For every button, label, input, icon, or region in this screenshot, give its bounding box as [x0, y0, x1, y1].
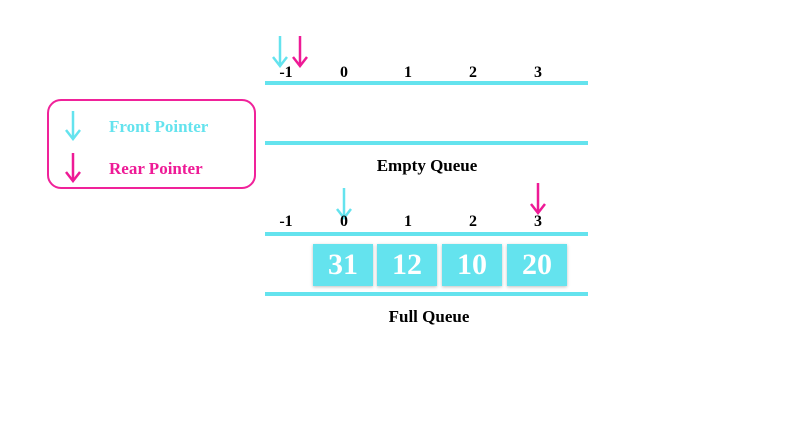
empty-index-label: 3 [534, 64, 542, 81]
empty-rear-pointer-icon [292, 36, 308, 68]
legend-box: Front Pointer Rear Pointer [47, 99, 256, 189]
rear-pointer-arrow-icon [65, 153, 81, 183]
full-index-label: 0 [340, 213, 348, 230]
queue-cell: 20 [507, 244, 567, 286]
queue-cell: 10 [442, 244, 502, 286]
empty-queue-bottom-line [265, 141, 588, 145]
full-rear-pointer-icon [530, 183, 546, 215]
empty-index-label: 2 [469, 64, 477, 81]
full-index-label: -1 [279, 213, 293, 230]
empty-front-pointer-icon [272, 36, 288, 68]
queue-cell: 12 [377, 244, 437, 286]
empty-index-label: -1 [279, 64, 293, 81]
full-queue-bottom-line [265, 292, 588, 296]
queue-cell: 31 [313, 244, 373, 286]
full-index-label: 3 [534, 213, 542, 230]
empty-index-label: 1 [404, 64, 412, 81]
full-index-label: 2 [469, 213, 477, 230]
front-pointer-arrow-icon [65, 111, 81, 141]
full-queue-top-line [265, 232, 588, 236]
full-queue-caption: Full Queue [388, 307, 470, 326]
empty-queue-top-line [265, 81, 588, 85]
full-front-pointer-icon [336, 188, 352, 220]
rear-pointer-label: Rear Pointer [109, 159, 203, 178]
front-pointer-label: Front Pointer [109, 117, 209, 136]
empty-index-label: 0 [340, 64, 348, 81]
empty-queue-caption: Empty Queue [376, 156, 478, 175]
full-index-label: 1 [404, 213, 412, 230]
